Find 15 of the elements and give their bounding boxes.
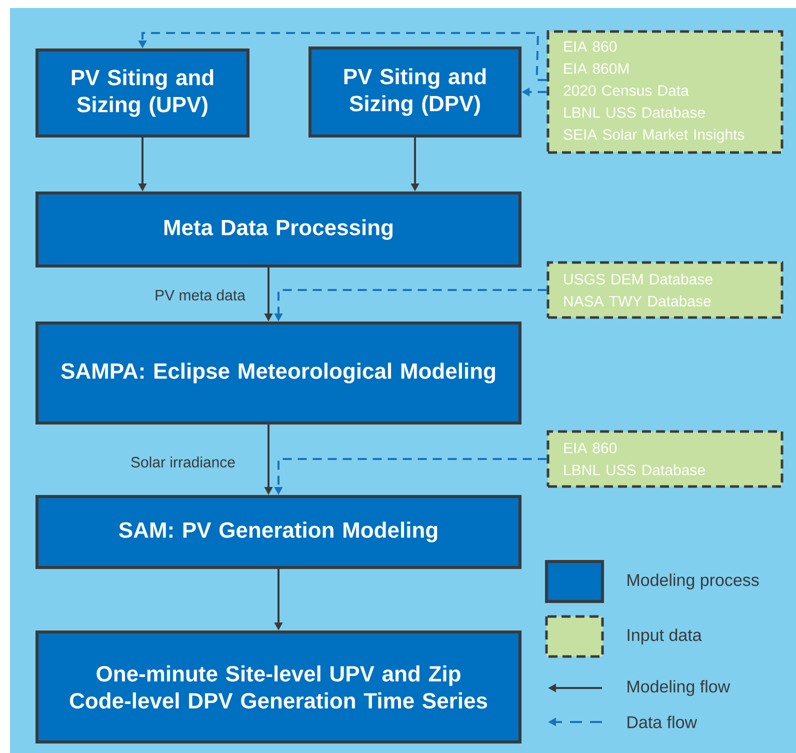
legend-label: Data flow (628, 716, 698, 728)
input-data-box: USGS DEM Database NASA TWY Database (546, 261, 784, 319)
process-box: SAMPA: Eclipse Meteorological Modeling (36, 322, 522, 424)
process-box: Meta Data Processing (36, 192, 522, 268)
legend-label: Modeling flow (628, 680, 730, 696)
edge-label: Solar irradiance (129, 456, 237, 468)
process-box: SAM: PV Generation Modeling (36, 495, 522, 569)
input-data-box: EIA 860 LBNL USS Database (546, 430, 784, 488)
edge-label: PV meta data (154, 288, 246, 302)
legend-label: Modeling process (628, 574, 759, 590)
process-box: PV Siting and Sizing (DPV) (308, 46, 522, 138)
process-box: PV Siting and Sizing (UPV) (36, 48, 250, 138)
process-box: One-minute Site-level UPV and Zip Code-level DPV Generation Time Series (36, 630, 522, 744)
input-data-box: EIA 860 EIA 860M 2020 Census Data LBNL USS Database SEIA Solar Market Insights (546, 30, 784, 154)
legend-label: Input data (628, 628, 702, 644)
